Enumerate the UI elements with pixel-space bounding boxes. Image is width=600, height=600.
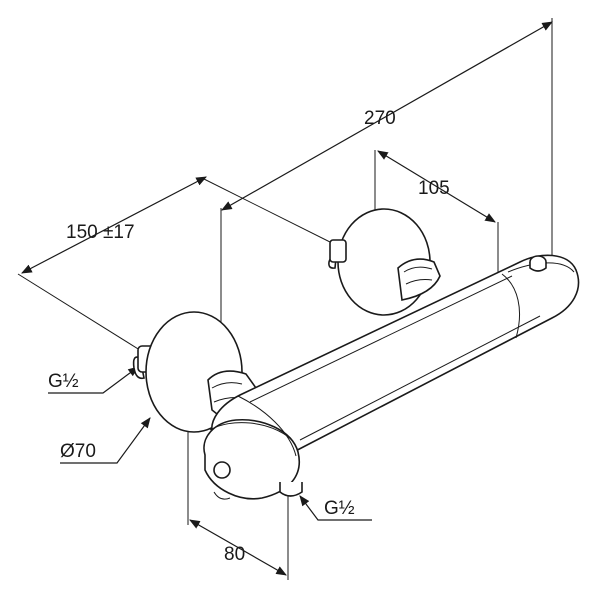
wall-rosette-left [132, 311, 257, 433]
label-rosette-diameter: Ø70 [60, 441, 96, 462]
label-wall-distance: 150 ±17 [66, 222, 135, 243]
leader-inlet-thread [48, 366, 139, 394]
label-outlet-thread: G½ [324, 498, 355, 519]
label-depth: 80 [224, 544, 245, 565]
label-outlet-offset: 105 [418, 178, 450, 199]
dimension-line-overall-length [221, 21, 553, 211]
mixer-body [203, 254, 580, 500]
label-overall-length: 270 [364, 108, 396, 129]
leader-outlet-thread [299, 495, 372, 521]
dimension-line-depth [189, 519, 287, 576]
dimension-line-wall-distance [21, 176, 207, 274]
wall-rosette-right [328, 208, 441, 316]
dimension-line-outlet-offset [377, 150, 496, 223]
leader-rosette-diameter [60, 417, 151, 464]
label-inlet-thread: G½ [48, 371, 79, 392]
